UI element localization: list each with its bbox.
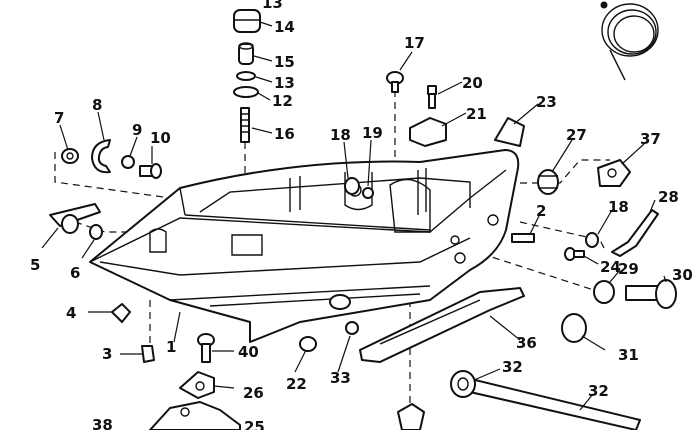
label-30: 30 <box>672 266 693 284</box>
label-31: 31 <box>618 346 639 364</box>
fitting-bottom-centre <box>397 403 425 431</box>
label-2: 2 <box>536 202 546 220</box>
cable-coil <box>600 1 659 81</box>
pin-2 <box>511 233 535 243</box>
label-1: 1 <box>166 338 176 356</box>
washer-18-upper <box>344 177 360 195</box>
grommet-33 <box>450 370 476 398</box>
label-8: 8 <box>92 96 102 114</box>
washer-19 <box>362 187 374 199</box>
label-13: 13 <box>274 74 295 92</box>
washer-7 <box>61 148 79 164</box>
lever-5 <box>49 203 101 234</box>
screw-20 <box>427 85 437 109</box>
washer-6 <box>89 224 103 240</box>
label-15: 15 <box>274 53 295 71</box>
label-37: 36 <box>516 334 537 352</box>
label-5: 5 <box>30 256 40 274</box>
label-25: 25 <box>244 418 265 430</box>
bolt-40 <box>197 333 215 363</box>
screw-24 <box>564 247 585 261</box>
bracket-22 <box>494 117 525 147</box>
label-36: 33 <box>330 369 351 387</box>
label-18-right: 18 <box>608 198 629 216</box>
part-labels: 13 14 15 13 12 16 7 8 9 10 5 6 4 1 3 40 … <box>30 0 693 434</box>
pad-21 <box>409 117 447 147</box>
label-22: 23 <box>536 93 557 111</box>
washer-12 <box>233 86 259 98</box>
plug-36 <box>345 321 359 335</box>
washer-9 <box>121 155 135 169</box>
label-26: 26 <box>243 384 264 402</box>
stud-16 <box>240 107 250 143</box>
label-20-text: 20 <box>462 74 483 92</box>
label-10: 10 <box>150 129 171 147</box>
fitting-4 <box>111 303 131 323</box>
dashed-guide-right-mid <box>519 221 606 251</box>
washer-18-right <box>585 232 599 248</box>
label-32-text: 32 <box>588 382 609 400</box>
label-3: 3 <box>102 345 112 363</box>
washer-29 <box>593 280 615 304</box>
screw-10 <box>139 163 162 179</box>
bushing-15 <box>238 42 254 65</box>
dashed-guide-right-low <box>469 249 601 293</box>
label-38: 37 <box>640 130 661 148</box>
shaft-30 <box>625 279 677 309</box>
label-21: 21 <box>466 105 487 123</box>
label-4: 4 <box>66 304 76 322</box>
label-12: 12 <box>272 92 293 110</box>
screw-3 <box>141 345 155 363</box>
screw-17 <box>386 71 404 93</box>
label-9: 9 <box>132 121 142 139</box>
dashed-guide-upper-left <box>54 152 186 201</box>
label-14: 14 <box>274 18 295 36</box>
label-19: 19 <box>362 124 383 142</box>
label-40: 40 <box>238 343 259 361</box>
latch-38 <box>597 159 631 187</box>
handle-37 <box>359 287 525 363</box>
dashed-guide-right-upper <box>520 159 610 184</box>
retaining-ring-8 <box>91 139 111 174</box>
lower-cowl-body <box>89 149 520 343</box>
rod-32 <box>469 379 641 431</box>
grommet-14 <box>233 9 261 33</box>
label-13-top: 13 <box>262 0 283 12</box>
bracket-39-25 <box>149 401 241 431</box>
label-24: 24 <box>600 258 621 276</box>
label-18: 18 <box>330 126 351 144</box>
label-6: 6 <box>70 264 80 282</box>
label-27: 27 <box>566 126 587 144</box>
label-29: 29 <box>618 260 639 278</box>
washer-13 <box>236 71 256 81</box>
label-23: 22 <box>286 375 307 393</box>
crank-28 <box>611 209 659 257</box>
label-17: 17 <box>404 34 425 52</box>
grommet-23-assembly <box>299 294 351 352</box>
clip-26 <box>179 371 215 399</box>
label-39: 38 <box>92 416 113 430</box>
knob-27 <box>537 169 559 195</box>
knob-31 <box>561 313 587 343</box>
label-7: 7 <box>54 109 64 127</box>
label-16: 16 <box>274 125 295 143</box>
label-33-text: 32 <box>502 358 523 376</box>
leader-lines <box>41 21 667 411</box>
label-28: 28 <box>658 188 679 206</box>
